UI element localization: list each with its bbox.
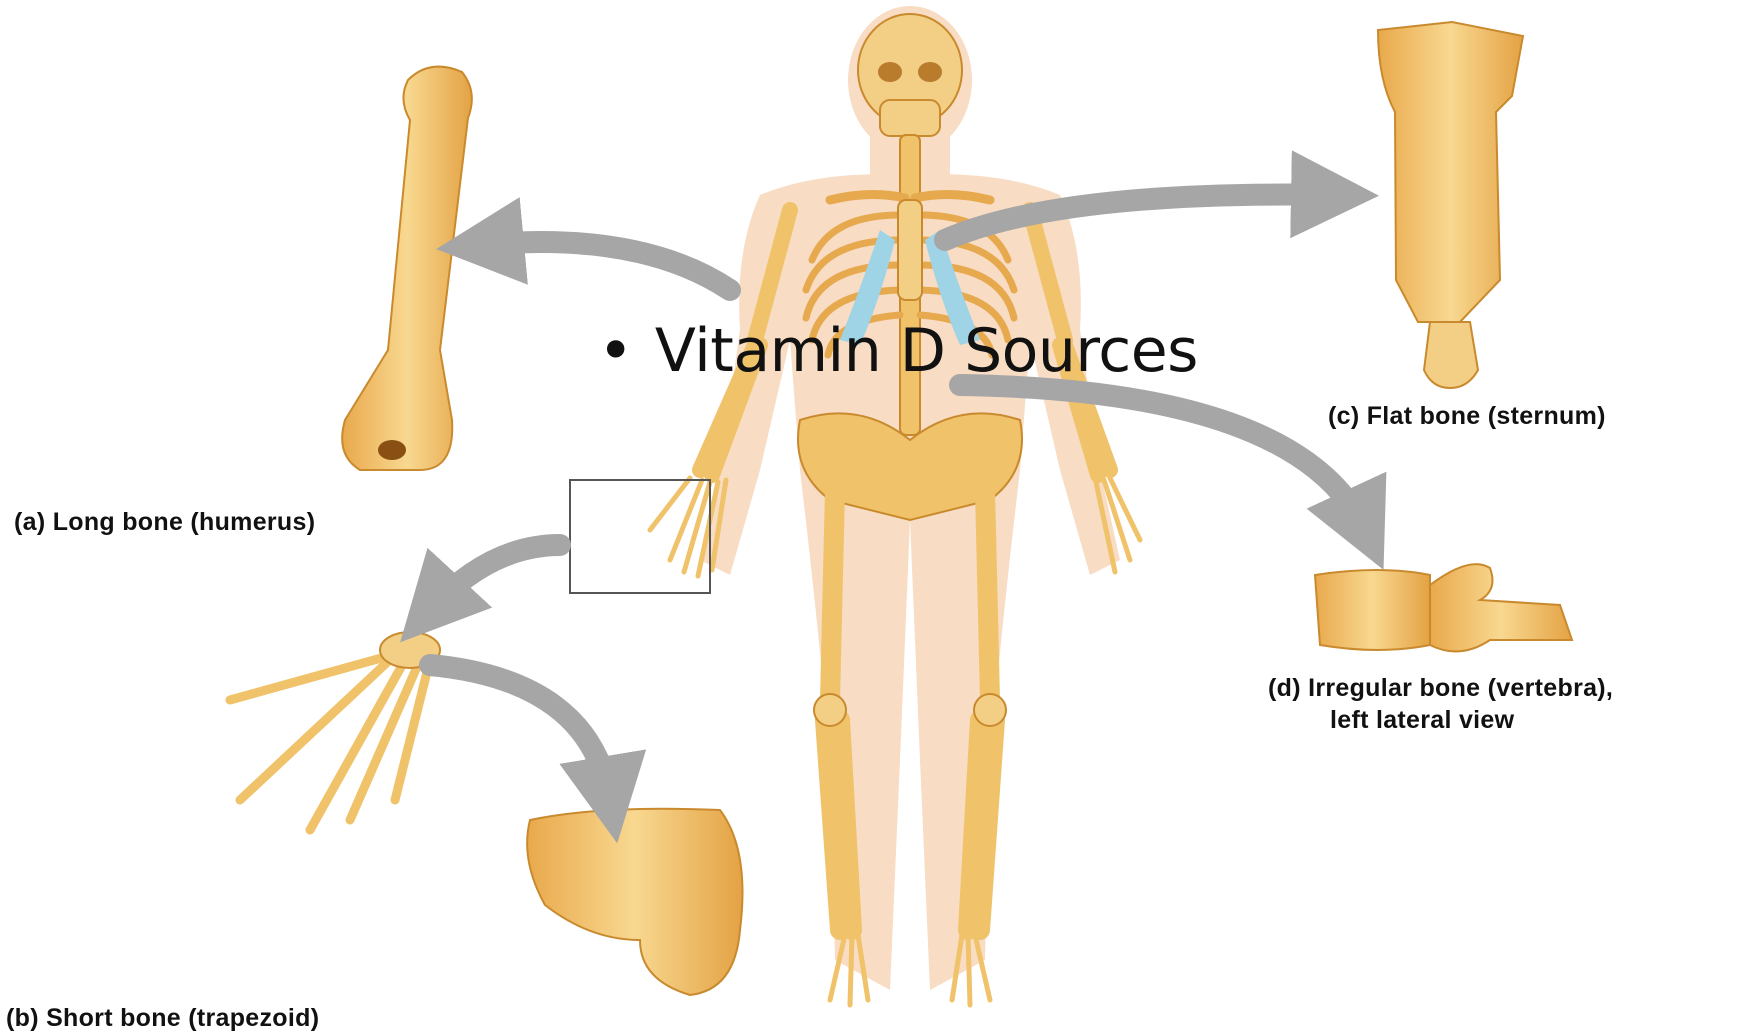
bullet-text: Vitamin D Sources [655,316,1198,386]
sternum-small [898,200,922,300]
label-short-bone: (b) Short bone (trapezoid) [6,1004,319,1033]
sternum-illustration [1378,22,1523,388]
hand-illustration [230,632,440,830]
vertebra-illustration [1315,564,1572,651]
trapezoid-illustration [527,809,742,995]
slide-bullet: • Vitamin D Sources [598,316,1198,386]
label-flat-bone: (c) Flat bone (sternum) [1328,402,1606,431]
label-long-bone: (a) Long bone (humerus) [14,508,315,537]
label-irregular-bone-line2: left lateral view [1268,704,1613,736]
label-irregular-bone-line1: (d) Irregular bone (vertebra), [1268,672,1613,704]
humerus-illustration [342,67,472,470]
bullet-dot-icon: • [598,316,633,386]
label-irregular-bone: (d) Irregular bone (vertebra), left late… [1268,672,1613,736]
jaw [880,100,940,136]
hand-highlight-box [570,480,710,593]
